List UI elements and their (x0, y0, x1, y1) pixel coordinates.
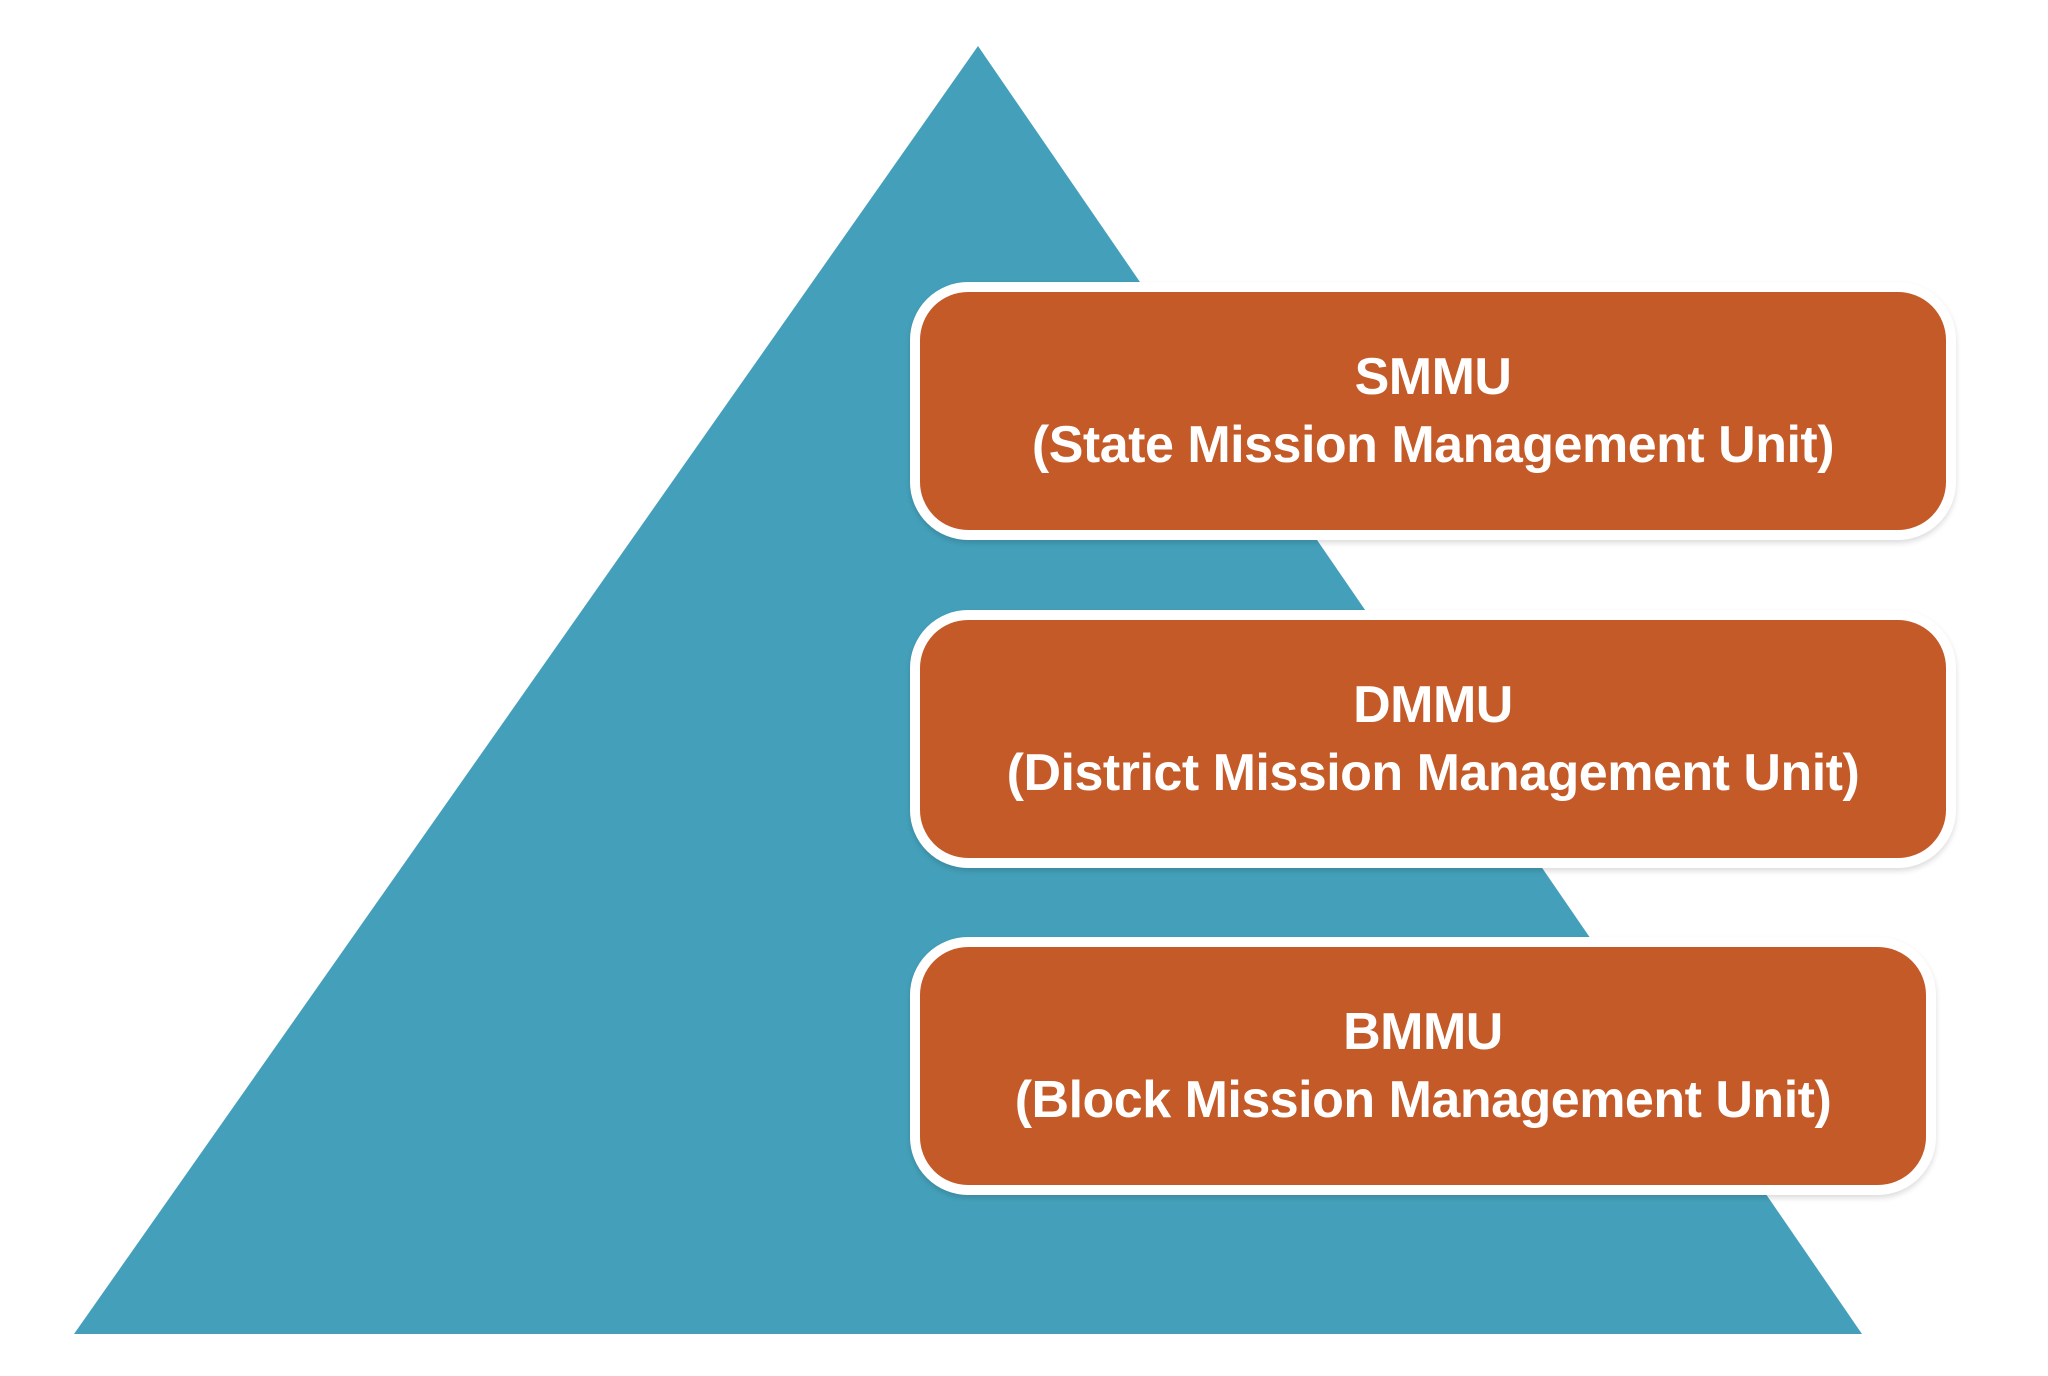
level-card-bmmu: BMMU (Block Mission Management Unit) (910, 937, 1936, 1195)
level-full-name: (State Mission Management Unit) (1031, 416, 1835, 474)
level-full-name: (District Mission Management Unit) (1006, 744, 1860, 802)
level-full-name: (Block Mission Management Unit) (1014, 1071, 1832, 1129)
level-card-smmu: SMMU (State Mission Management Unit) (910, 282, 1956, 540)
level-card-dmmu: DMMU (District Mission Management Unit) (910, 610, 1956, 868)
level-acronym: DMMU (1353, 676, 1513, 734)
level-acronym: BMMU (1343, 1003, 1503, 1061)
level-acronym: SMMU (1354, 348, 1512, 406)
